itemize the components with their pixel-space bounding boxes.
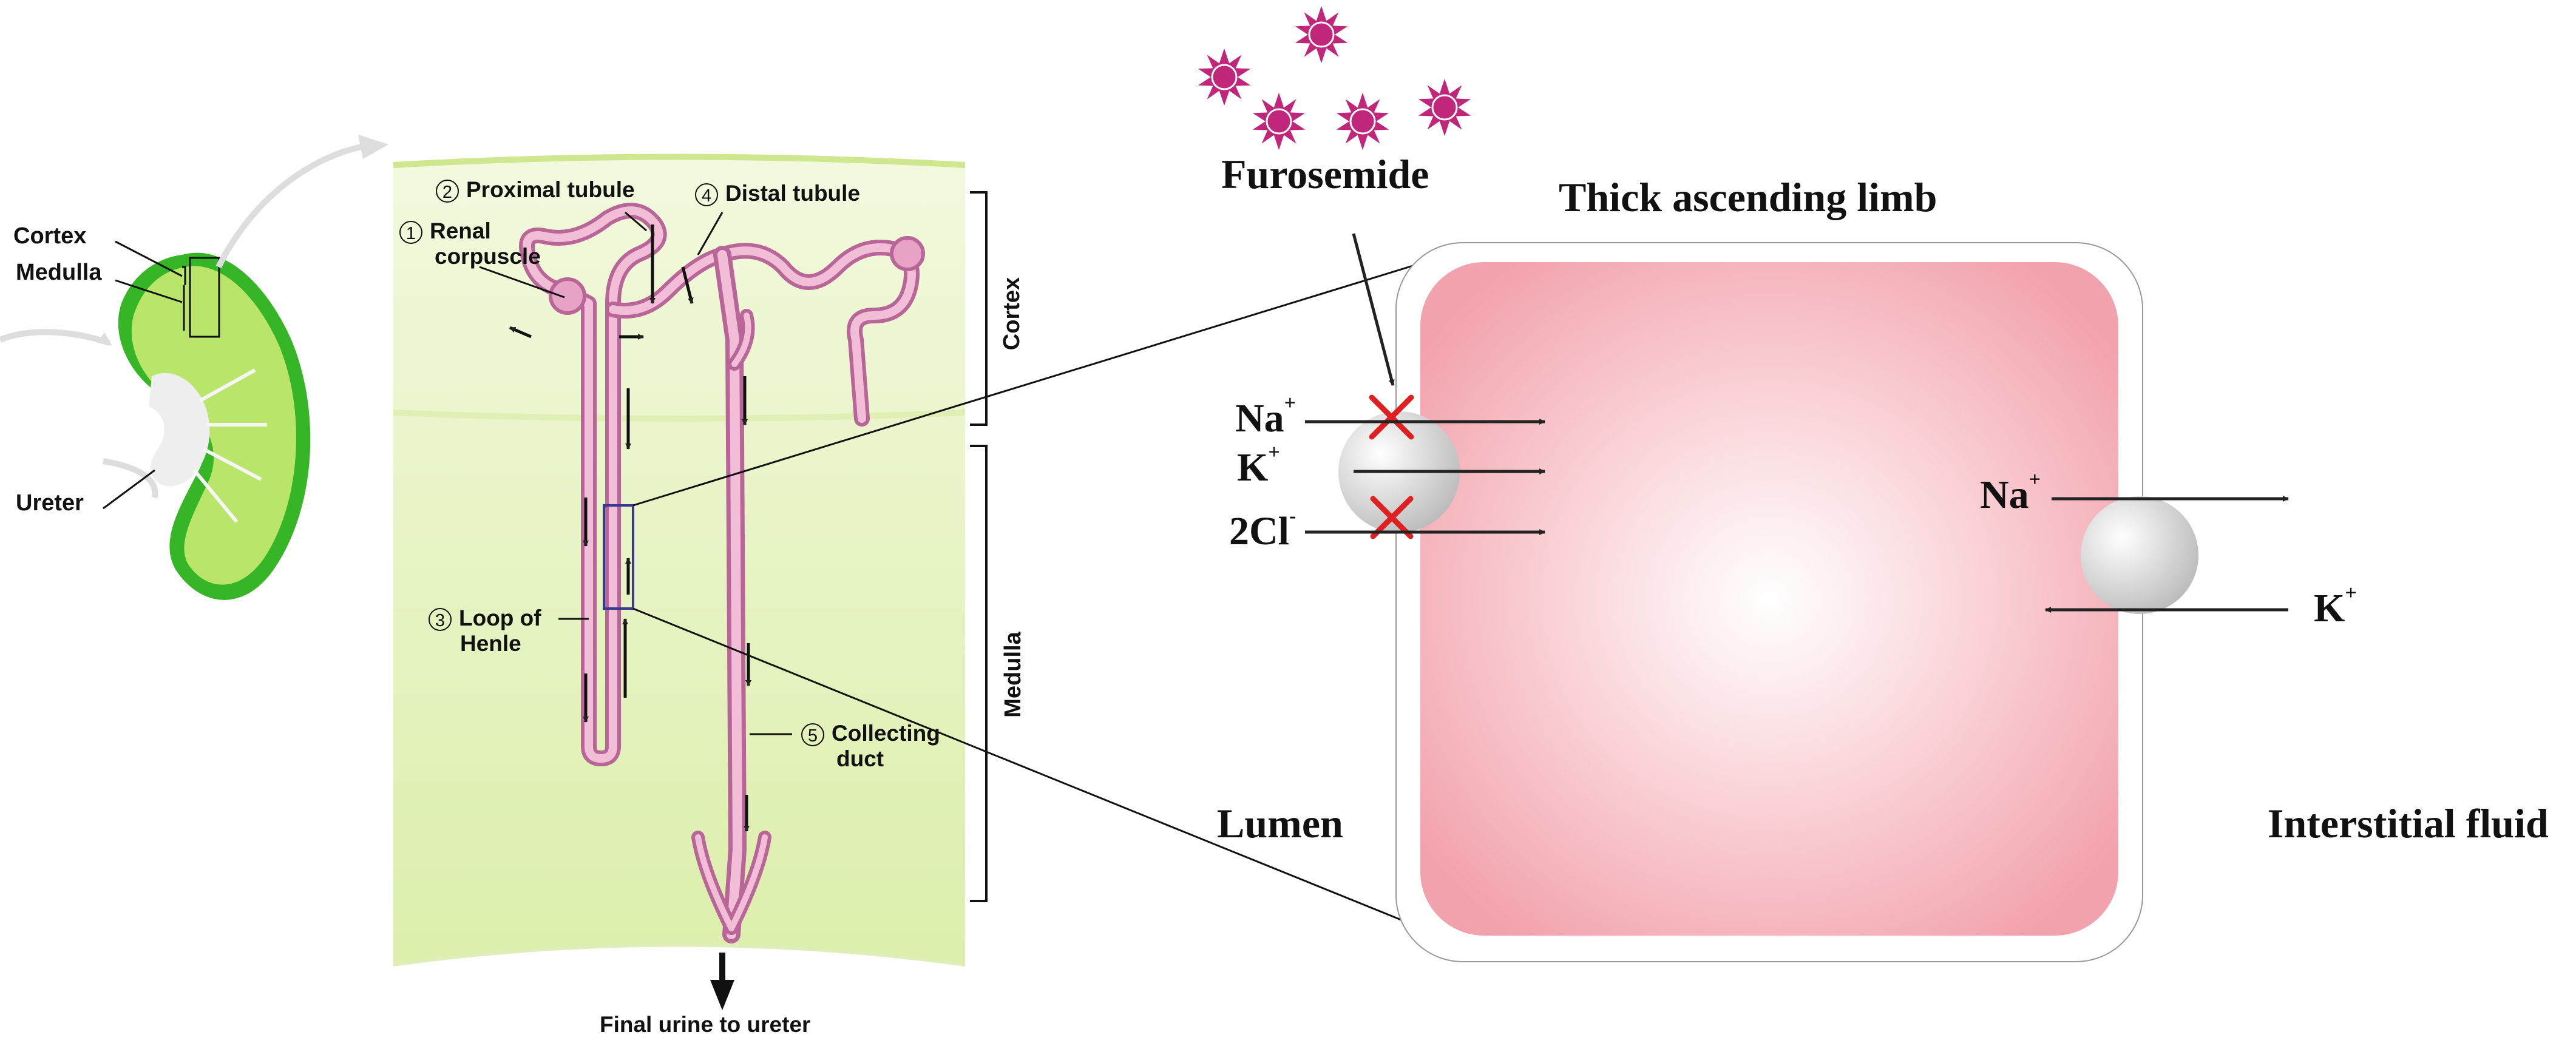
label-furosemide: Furosemide <box>1221 151 1429 197</box>
label-interstitial-fluid: Interstitial fluid <box>2268 800 2549 846</box>
nephron-tissue <box>393 155 965 965</box>
kidney-pelvis <box>149 373 210 487</box>
nephron-panel <box>393 154 988 1044</box>
ion-na-interstitial: Na+ <box>1980 468 2041 517</box>
zoom-line-bottom <box>632 607 1430 933</box>
ion-2cl-lumen: 2Cl- <box>1229 505 1296 553</box>
zoom-line-top <box>632 257 1439 507</box>
number-badge: 1 <box>399 221 422 245</box>
number-badge: 3 <box>429 608 452 632</box>
label-side-medulla: Medulla <box>1000 632 1026 718</box>
label-medulla: Medulla <box>16 260 102 285</box>
number-badge: 2 <box>436 180 459 203</box>
cell-panel <box>1192 0 2289 962</box>
ion-k-interstitial: K+ <box>2314 582 2357 630</box>
ion-na-lumen: Na+ <box>1235 392 1296 440</box>
drug-arrow <box>1352 233 1395 386</box>
number-badge: 4 <box>695 183 718 207</box>
label-thick-ascending-limb: Thick ascending limb <box>1559 174 1937 220</box>
kidney-zoom-box <box>189 257 220 338</box>
block-marks <box>1369 394 1414 539</box>
ion-k-lumen: K+ <box>1237 441 1280 490</box>
glomerulus-1 <box>549 277 586 315</box>
furosemide-molecules <box>1192 0 1477 156</box>
label-ureter: Ureter <box>16 490 84 516</box>
label-cortex: Cortex <box>13 223 87 249</box>
label-side-cortex: Cortex <box>999 277 1025 351</box>
nephron-tubules <box>519 203 920 943</box>
label-final-urine: Final urine to ureter <box>600 1012 811 1037</box>
label-lumen: Lumen <box>1217 800 1343 846</box>
loop-zoom-box <box>603 504 634 610</box>
number-badge: 5 <box>801 723 824 747</box>
kidney-illustration <box>0 135 388 600</box>
cell-cytoplasm <box>1420 262 2118 936</box>
glomerulus-2 <box>890 236 925 271</box>
na-k-pump <box>2081 496 2198 614</box>
